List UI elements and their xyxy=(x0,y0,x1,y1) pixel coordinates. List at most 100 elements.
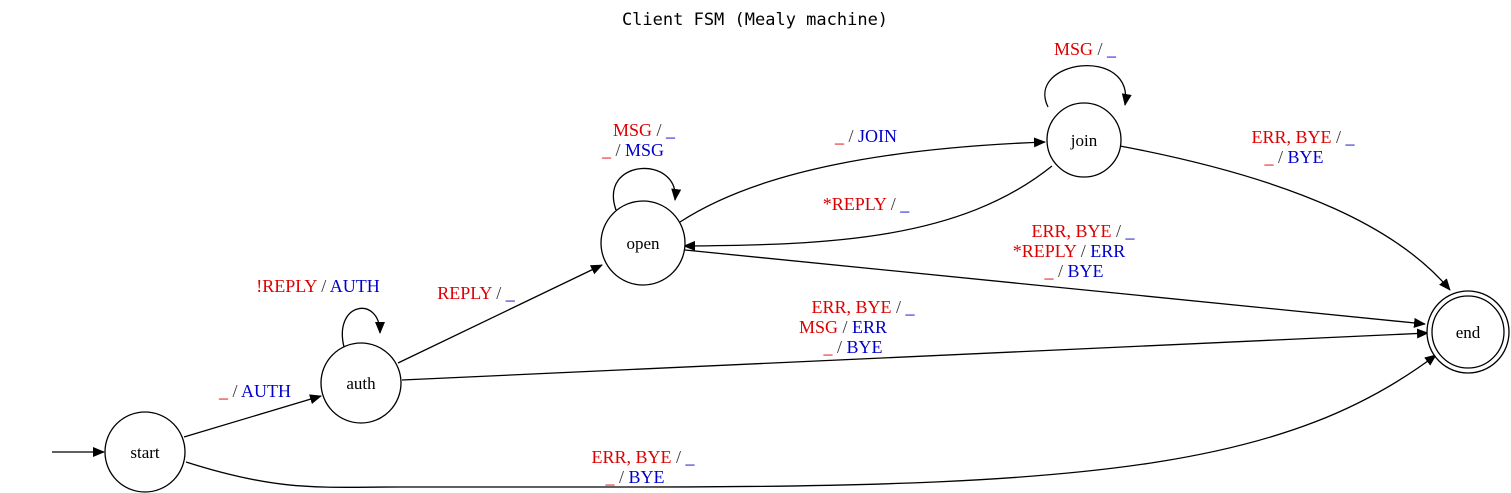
edge-label-output: _ xyxy=(685,447,696,467)
edge-label-output: _ xyxy=(1345,127,1356,147)
edge-label-output: BYE xyxy=(847,337,883,357)
label-start-end-line-2: _ / BYE xyxy=(604,467,664,487)
state-join-label: join xyxy=(1070,131,1098,150)
edge-label-output: JOIN xyxy=(858,126,897,146)
edge-label-input: MSG xyxy=(799,317,838,337)
edge-label-input: _ xyxy=(822,337,833,357)
edge-label-separator: / xyxy=(614,467,628,487)
edge-label-separator: / xyxy=(1273,147,1287,167)
label-open-self-line-1: MSG / _ xyxy=(613,120,676,140)
label-auth-self-line-1: !REPLY / AUTH xyxy=(256,276,380,296)
edge-label-output: _ xyxy=(665,120,676,140)
state-start: start xyxy=(104,411,186,493)
edge-label-separator: / xyxy=(492,283,506,303)
edge-label-output: ERR xyxy=(1090,241,1125,261)
edge-label-separator: / xyxy=(844,126,858,146)
edge-label-output: _ xyxy=(1125,221,1136,241)
label-open-end-line-2: *REPLY / ERR xyxy=(1013,241,1126,261)
edge-label-output: BYE xyxy=(1068,261,1104,281)
edge-label-separator: / xyxy=(672,447,686,467)
edge-label-output: BYE xyxy=(1288,147,1324,167)
edge-label-input: ERR, BYE xyxy=(1251,127,1331,147)
edge-label-input: MSG xyxy=(613,120,652,140)
label-auth-open-line-1: REPLY / _ xyxy=(437,283,516,303)
edge-label-separator: / xyxy=(317,276,330,296)
edge-label-output: _ xyxy=(1106,39,1117,59)
edge-label-separator: / xyxy=(652,120,666,140)
edge-label-input: _ xyxy=(601,140,612,160)
edge-open-self xyxy=(612,167,682,211)
edge-open-end xyxy=(684,249,1426,328)
edge-label-input: _ xyxy=(218,381,229,401)
edge-label-input: ERR, BYE xyxy=(1031,221,1111,241)
edge-label-separator: / xyxy=(1093,39,1107,59)
state-end-label: end xyxy=(1456,323,1481,342)
edge-join-open xyxy=(683,165,1053,251)
edge-label-separator: / xyxy=(832,337,846,357)
edge-join-end xyxy=(1119,145,1451,291)
label-open-end-line-1: ERR, BYE / _ xyxy=(1031,221,1135,241)
edge-start-auth xyxy=(183,394,322,438)
edge-label-output: MSG xyxy=(625,140,664,160)
label-auth-end-line-3: _ / BYE xyxy=(822,337,882,357)
edge-label-separator: / xyxy=(892,297,906,317)
state-end: end xyxy=(1426,290,1510,374)
edges xyxy=(52,64,1451,488)
edge-label-separator: / xyxy=(228,381,241,401)
label-join-open-line-1: *REPLY / _ xyxy=(823,194,911,214)
edge-labels: _ / AUTH !REPLY / AUTH REPLY / _ MSG / _… xyxy=(218,39,1356,487)
edge-label-input: ERR, BYE xyxy=(591,447,671,467)
edge-label-separator: / xyxy=(1076,241,1090,261)
state-open: open xyxy=(600,200,686,286)
diagram-title: Client FSM (Mealy machine) xyxy=(622,10,888,30)
edge-label-input: _ xyxy=(604,467,615,487)
edge-label-separator: / xyxy=(1053,261,1067,281)
label-join-self-line-1: MSG / _ xyxy=(1054,39,1117,59)
edge-label-output: BYE xyxy=(629,467,665,487)
edge-label-input: ERR, BYE xyxy=(811,297,891,317)
edge-label-input: _ xyxy=(1043,261,1054,281)
state-auth-label: auth xyxy=(346,374,376,393)
label-join-end-line-2: _ / BYE xyxy=(1263,147,1323,167)
edge-label-input: REPLY xyxy=(437,283,492,303)
edge-label-input: *REPLY xyxy=(1013,241,1077,261)
state-end-inner-circle xyxy=(1431,295,1505,369)
edge-label-separator: / xyxy=(838,317,852,337)
state-start-circle xyxy=(104,411,186,493)
edge-label-output: AUTH xyxy=(241,381,291,401)
state-open-label: open xyxy=(626,234,660,253)
edge-start-end xyxy=(185,354,1437,488)
edge-label-input: MSG xyxy=(1054,39,1093,59)
state-start-label: start xyxy=(130,443,160,462)
edge-label-output: ERR xyxy=(852,317,887,337)
label-start-end-line-1: ERR, BYE / _ xyxy=(591,447,695,467)
label-open-join-line-1: _ / JOIN xyxy=(834,126,897,146)
edge-label-separator: / xyxy=(1112,221,1126,241)
edge-auth-end xyxy=(401,328,1429,381)
edge-label-input: _ xyxy=(834,126,845,146)
edge-label-separator: / xyxy=(1332,127,1346,147)
state-open-circle xyxy=(600,200,686,286)
label-start-auth-line-1: _ / AUTH xyxy=(218,381,291,401)
edge-join-self xyxy=(1044,64,1132,108)
label-open-self-line-2: _ / MSG xyxy=(601,140,664,160)
edge-open-join xyxy=(679,137,1046,223)
state-auth-circle xyxy=(320,342,402,424)
edge-label-input: *REPLY xyxy=(823,194,887,214)
edge-label-separator: / xyxy=(886,194,900,214)
label-join-end-line-1: ERR, BYE / _ xyxy=(1251,127,1355,147)
edge-label-input: !REPLY xyxy=(256,276,317,296)
edge-auth-self xyxy=(341,307,385,348)
edge-auth-open xyxy=(397,264,603,364)
label-auth-end-line-2: MSG / ERR xyxy=(799,317,887,337)
state-join: join xyxy=(1046,102,1122,178)
edge-label-output: _ xyxy=(505,283,516,303)
edge-label-input: _ xyxy=(1263,147,1274,167)
state-auth: auth xyxy=(320,342,402,424)
edge-label-output: _ xyxy=(899,194,910,214)
label-auth-end-line-1: ERR, BYE / _ xyxy=(811,297,915,317)
label-open-end-line-3: _ / BYE xyxy=(1043,261,1103,281)
edge-label-output: _ xyxy=(905,297,916,317)
edge-label-separator: / xyxy=(611,140,625,160)
